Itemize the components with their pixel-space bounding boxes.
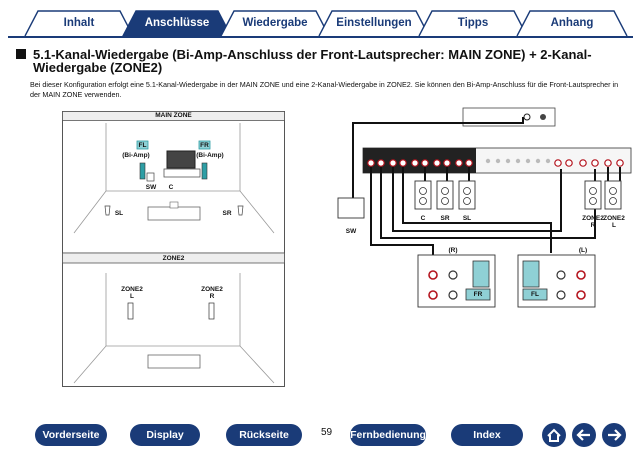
wiring-zone2-l-label-2: L [612,222,616,229]
bullet-square-icon [16,49,26,59]
wiring-zone2-r-label-2: R [590,222,596,229]
zone2-l-label-2: L [130,293,134,300]
display-button[interactable]: Display [130,424,200,446]
intro-text: Bei dieser Konfiguration erfolgt eine 5.… [30,80,619,99]
tab-anschluesse[interactable]: Anschlüsse [122,10,232,36]
room-diagram-graphic [62,111,285,387]
wiring-sr-label: SR [440,215,450,222]
sl-label: SL [114,210,124,217]
wiring-zone2-r-label-1: ZONE2 [582,215,604,222]
zone2-title: ZONE2 [162,255,185,262]
forward-button[interactable] [602,423,626,447]
fr-bi-amp-label: (Bi-Amp) [196,152,224,159]
tab-bar: Inhalt Anschlüsse Wiedergabe Einstellung… [0,0,640,40]
zone2-l-label-1: ZONE2 [121,286,143,293]
wiring-l-mark: (L) [578,247,588,254]
section-heading: 5.1-Kanal-Wiedergabe (Bi-Amp-Anschluss d… [16,48,626,74]
wiring-sl-label: SL [462,215,472,222]
room-diagram: MAIN ZONE FL FR (Bi-Amp) (Bi-Amp) SW C S… [62,111,285,387]
tab-einstellungen[interactable]: Einstellungen [318,10,430,36]
wiring-c-label: C [420,215,426,222]
back-button[interactable] [572,423,596,447]
forward-arrow-icon [608,429,622,441]
zone2-r-label-1: ZONE2 [201,286,223,293]
index-button[interactable]: Index [451,424,523,446]
wiring-r-mark: (R) [448,247,458,254]
vorderseite-button[interactable]: Vorderseite [35,424,107,446]
home-icon [547,428,561,442]
tab-underline [8,36,633,38]
tab-anhang[interactable]: Anhang [516,10,628,36]
home-button[interactable] [542,423,566,447]
tab-wiedergabe[interactable]: Wiedergabe [220,10,330,36]
page-number: 59 [321,427,333,438]
rueckseite-button[interactable]: Rückseite [226,424,302,446]
wiring-diagram: SW C SR SL ZONE2 R ZONE2 L (R) (L) FR FL [333,103,633,325]
wiring-sw-label: SW [345,228,357,235]
c-label: C [168,184,174,191]
fl-label: FL [138,142,147,149]
sw-label: SW [145,184,157,191]
wiring-diagram-graphic [337,107,632,308]
wiring-fr-label: FR [473,291,483,298]
fernbedienung-button[interactable]: Fernbedienung [350,424,426,446]
wiring-zone2-l-label-1: ZONE2 [603,215,625,222]
tab-tipps[interactable]: Tipps [418,10,528,36]
zone2-r-label-2: R [209,293,215,300]
tab-inhalt[interactable]: Inhalt [24,10,134,36]
fl-bi-amp-label: (Bi-Amp) [122,152,150,159]
sr-label: SR [222,210,232,217]
fr-label: FR [200,142,209,149]
wiring-fl-label: FL [531,291,539,298]
back-arrow-icon [576,429,590,441]
main-zone-title: MAIN ZONE [155,112,192,119]
